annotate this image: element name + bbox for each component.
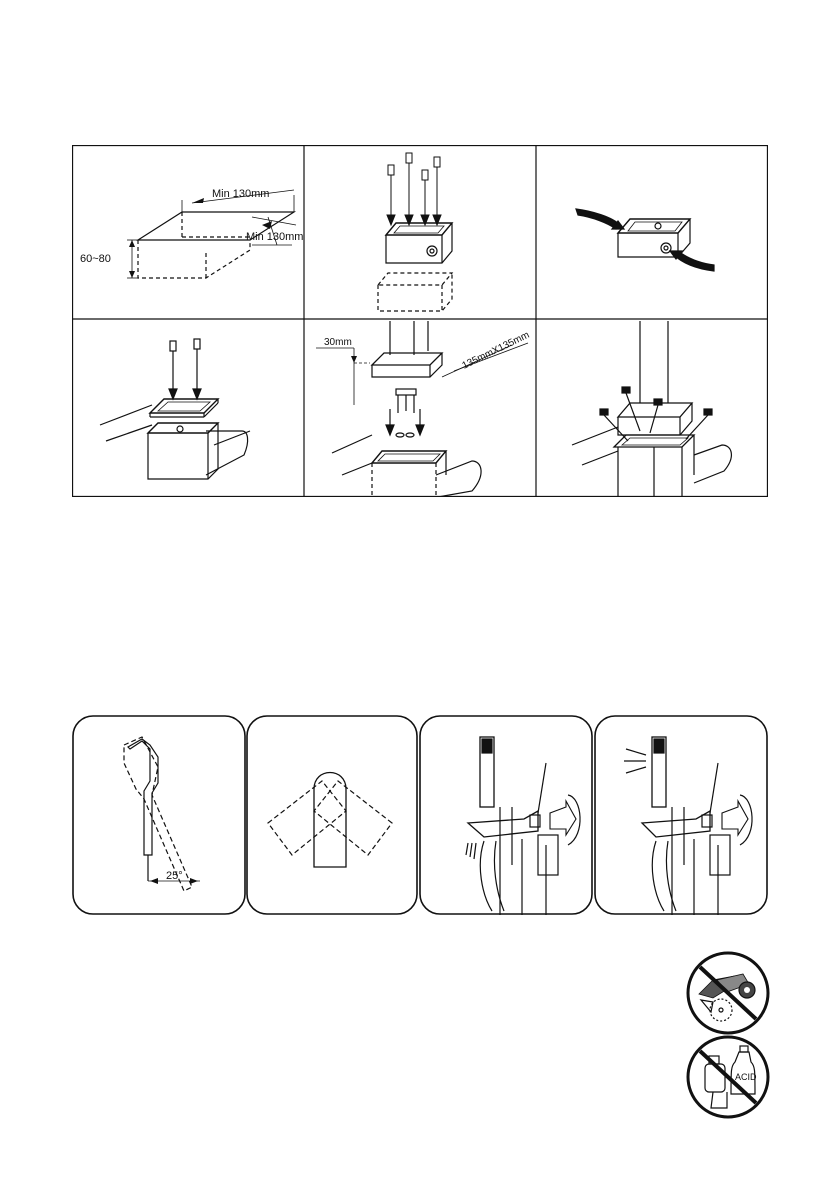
recess-depth-label: 60~80 xyxy=(80,253,111,265)
panel-seal-box xyxy=(576,209,714,271)
installation-steps-grid: Min 130mm Min 130mm 60~80 xyxy=(72,145,768,497)
no-abrasive-cleaning-icon xyxy=(688,953,768,1033)
acid-label: ACID xyxy=(735,1072,757,1082)
water-stream-lines xyxy=(466,843,476,859)
recess-length-label: Min 130mm xyxy=(246,231,303,243)
spray-lines xyxy=(624,749,646,773)
fixing-screw xyxy=(600,387,712,441)
panel-column-fixed xyxy=(572,321,731,497)
tilt-angle-label: 25° xyxy=(166,870,183,882)
flange-size-label: 135mmX135mm xyxy=(460,330,531,372)
lever-rotation-diagram xyxy=(268,773,392,868)
operation-figures: 25° xyxy=(72,715,768,915)
recess-width-label: Min 130mm xyxy=(212,188,269,200)
diverter-handshower-diagram xyxy=(624,737,752,915)
panel-mounting-plate xyxy=(100,339,250,479)
warning-icons: ACID xyxy=(683,950,773,1120)
grid-frame xyxy=(72,145,768,497)
anchor-screw xyxy=(387,153,441,225)
diverter-spout-diagram xyxy=(466,737,580,915)
panel-anchor-screws xyxy=(378,153,452,311)
flange-height-label: 30mm xyxy=(324,337,352,348)
lever-tilt-diagram xyxy=(124,737,200,891)
